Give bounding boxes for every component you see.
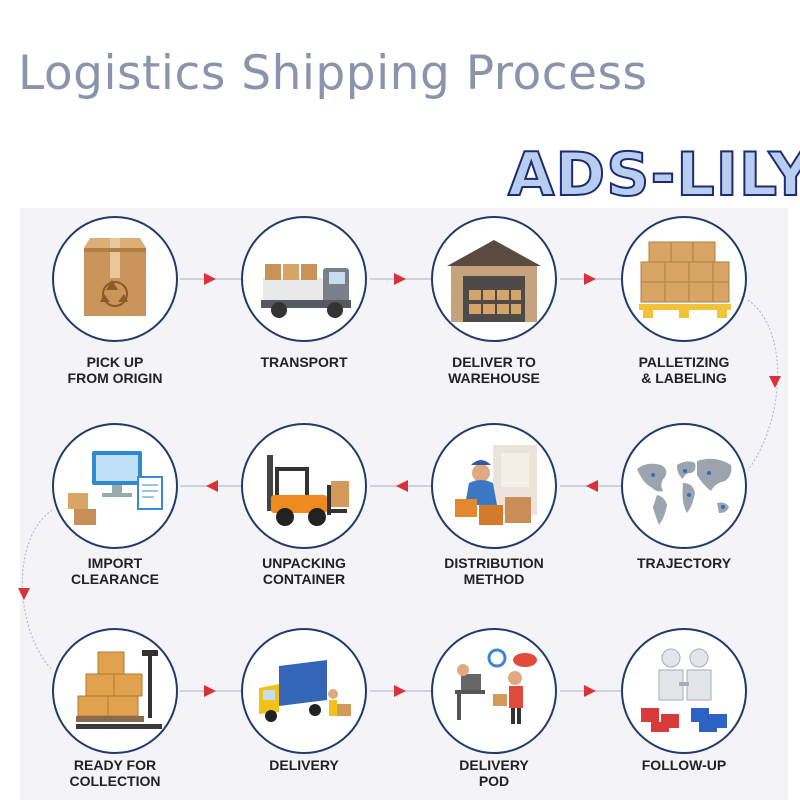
- world-map-icon: [637, 458, 732, 525]
- step-5-label: TRAJECTORY: [636, 555, 732, 571]
- delivery-truck-icon: [259, 660, 351, 722]
- arrow-right-1: [204, 273, 216, 285]
- pallet-boxes-icon: [639, 241, 731, 318]
- step-2-circle: [241, 216, 367, 342]
- truck-icon: [261, 264, 351, 318]
- arrow-right-2: [394, 273, 406, 285]
- arrow-down-right: [769, 376, 781, 388]
- step-11-circle: [431, 628, 557, 754]
- step-5-circle: [621, 423, 747, 549]
- computer-clearance-icon: [68, 451, 163, 525]
- step-10-circle: [241, 628, 367, 754]
- worker-boxes-icon: [455, 445, 537, 525]
- recycle-box-icon: [84, 238, 146, 316]
- handshake-icon: [641, 648, 727, 732]
- brand-logo-text: ADS-LILY: [507, 139, 800, 211]
- step-4-circle: [621, 216, 747, 342]
- step-1-circle: [52, 216, 178, 342]
- courier-desk-icon: [455, 648, 537, 724]
- step-6-circle: [431, 423, 557, 549]
- step-9-circle: [52, 628, 178, 754]
- forklift-icon: [267, 455, 349, 526]
- step-2-label: TRANSPORT: [260, 354, 348, 370]
- arrow-right-6: [584, 685, 596, 697]
- page-title: Logistics Shipping Process: [18, 46, 648, 101]
- arrow-right-5: [394, 685, 406, 697]
- warehouse-icon: [447, 240, 541, 322]
- step-3-circle: [431, 216, 557, 342]
- arrow-left-3: [206, 480, 218, 492]
- step-4-label: PALLETIZING& LABELING: [638, 354, 730, 386]
- step-10-label: DELIVERY: [269, 757, 339, 773]
- arrow-down-left: [18, 588, 30, 600]
- arrow-right-3: [584, 273, 596, 285]
- arrow-left-1: [586, 480, 598, 492]
- arrow-left-2: [396, 480, 408, 492]
- step-8-circle: [52, 423, 178, 549]
- arrow-right-4: [204, 685, 216, 697]
- step-7-circle: [241, 423, 367, 549]
- pallet-jack-icon: [76, 650, 162, 729]
- step-12-circle: [621, 628, 747, 754]
- step-12-label: FOLLOW-UP: [641, 757, 727, 773]
